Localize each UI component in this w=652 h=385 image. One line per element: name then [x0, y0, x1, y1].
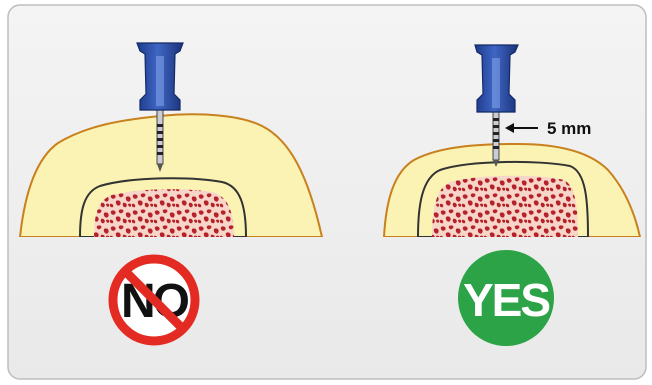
left-bone-marrow — [94, 189, 234, 237]
no-badge: NO — [113, 259, 195, 341]
right-bone-marrow — [432, 176, 578, 237]
yes-label: YES — [463, 274, 549, 326]
yes-badge: YES — [458, 250, 554, 346]
depth-label: 5 mm — [547, 119, 591, 138]
